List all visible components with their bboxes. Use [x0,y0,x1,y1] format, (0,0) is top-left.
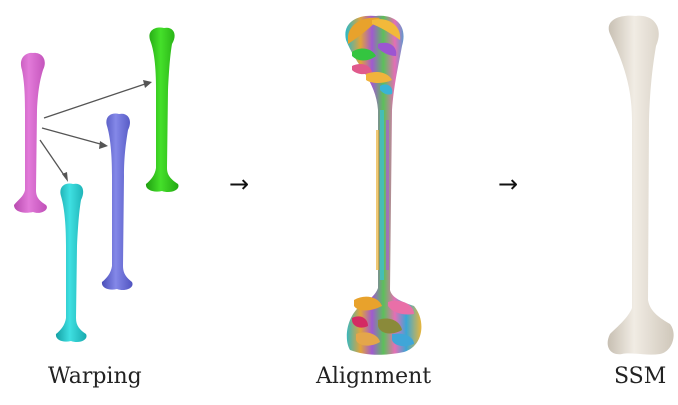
warped-bone-blue [102,114,133,291]
warped-bone-green [146,28,179,193]
warp-arrows [40,80,152,182]
warped-bone-cyan [56,184,87,343]
step-arrow-warping-to-alignment: → [229,172,249,196]
step-arrow-alignment-to-ssm: → [498,172,518,196]
ssm-label: SSM [614,366,666,388]
mean-shape-bone [608,16,674,355]
alignment-label: Alignment [316,366,431,388]
aligned-bones [345,16,421,355]
source-bone [14,53,47,213]
warping-label: Warping [48,366,142,388]
